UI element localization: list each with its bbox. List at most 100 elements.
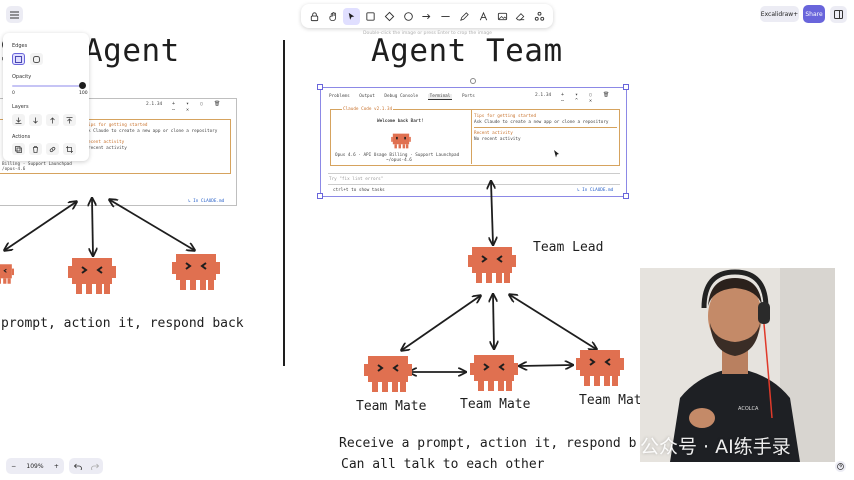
arrow-lead-mate1 (402, 296, 480, 350)
link-button[interactable] (46, 143, 59, 155)
hand-icon (329, 11, 336, 21)
send-backward-button[interactable] (29, 114, 42, 126)
excalidraw-plus-button[interactable]: Excalidraw+ (760, 6, 799, 22)
actions-label: Actions (12, 134, 31, 140)
model-path: ~/opus-4.6 (386, 158, 412, 163)
image-tool[interactable] (494, 8, 511, 25)
eraser-tool[interactable] (512, 8, 529, 25)
team-lead-label: Team Lead (533, 240, 604, 255)
delete-button[interactable] (29, 143, 42, 155)
ellipse-icon (403, 11, 413, 21)
team-mate-label-3: Team Mat (579, 393, 642, 408)
activity-line: No recent activity (474, 137, 521, 142)
tab-debug-console[interactable]: Debug Console (384, 94, 419, 99)
zoom-out-button[interactable]: − (11, 462, 17, 470)
bring-forward-button[interactable] (46, 114, 59, 126)
edges-sharp-button[interactable] (12, 53, 25, 65)
edges-label: Edges (12, 43, 28, 49)
model-line: Opus 4.6 · API Usage Billing · Support L… (335, 153, 460, 158)
opacity-min: 0 (12, 91, 15, 96)
team-mate-agent-3 (576, 350, 624, 386)
ellipse-tool[interactable] (400, 8, 417, 25)
tab-problems[interactable]: Problems (329, 94, 350, 99)
opacity-slider-thumb[interactable] (79, 82, 86, 89)
left-term-controls: + ▾ ▯ 🗑 ⋯ ✕ (172, 101, 225, 113)
duplicate-button[interactable] (12, 143, 25, 155)
terminal-footer-right: ↳ In CLAUDE.md (577, 188, 614, 193)
image-icon (497, 12, 507, 20)
right-caption-line2: Can all talk to each other (341, 457, 545, 472)
opacity-max: 100 (79, 91, 88, 96)
rotation-handle[interactable] (470, 78, 476, 84)
left-activity-line: recent activity (88, 146, 127, 151)
text-tool[interactable] (475, 8, 492, 25)
resize-handle-se[interactable] (623, 193, 629, 199)
activity-heading: Recent activity (474, 131, 513, 136)
opacity-slider[interactable] (12, 85, 85, 87)
zoom-in-button[interactable]: + (53, 462, 59, 470)
left-tips-line: k Claude to create a new app or clone a … (88, 129, 218, 134)
team-mate-label-2: Team Mate (460, 397, 531, 412)
line-tool[interactable] (437, 8, 454, 25)
hand-tool[interactable] (325, 8, 342, 25)
tab-ports[interactable]: Ports (461, 94, 475, 99)
tab-terminal[interactable]: Terminal (427, 94, 453, 100)
left-model-line: Billing · Support Launchpad (2, 162, 72, 167)
claude-welcome-box: Claude Code v2.1.34 Welcome back Bart! O… (330, 107, 620, 166)
presenter-video (640, 268, 835, 462)
history-controls (69, 458, 103, 474)
arrow-lead-mate2 (493, 295, 494, 348)
crop-button[interactable] (63, 143, 76, 155)
extra-tools-button[interactable] (531, 8, 548, 25)
resize-handle-sw[interactable] (317, 193, 323, 199)
trash-icon (33, 145, 38, 153)
send-backward-icon (33, 117, 38, 124)
lock-tool[interactable] (306, 8, 323, 25)
tips-line: Ask Claude to create a new app or clone … (474, 120, 609, 125)
bring-to-front-icon (66, 116, 73, 123)
arrow-tool[interactable] (418, 8, 435, 25)
selection-tool[interactable] (343, 7, 361, 25)
left-activity-heading: ecent activity (88, 140, 125, 145)
redo-icon[interactable] (90, 463, 99, 470)
undo-icon[interactable] (73, 463, 82, 470)
terminal-shell: 2.1.34 (535, 93, 552, 98)
terminal-controls[interactable]: + ▾ ▯ 🗑 ⋯ ^ ✕ (561, 92, 614, 104)
crop-icon (66, 145, 73, 153)
bring-forward-icon (50, 116, 55, 123)
diamond-icon (384, 11, 395, 21)
team-mate-label-1: Team Mate (356, 399, 427, 414)
bring-to-front-button[interactable] (63, 114, 76, 126)
rectangle-tool[interactable] (362, 8, 379, 25)
resize-handle-nw[interactable] (317, 84, 323, 90)
rectangle-icon (366, 11, 375, 21)
diamond-tool[interactable] (381, 8, 398, 25)
send-to-back-button[interactable] (12, 114, 25, 126)
help-button[interactable] (835, 461, 846, 472)
claude-box-title: Claude Code v2.1.34 (342, 107, 394, 112)
left-arrow-1 (5, 202, 76, 250)
crop-hint: Double-click the image or press Enter to… (362, 31, 493, 36)
left-agent-2 (68, 258, 116, 294)
team-lead-agent (468, 247, 516, 283)
resize-handle-ne[interactable] (623, 84, 629, 90)
left-term-shell: 2.1.34 (146, 102, 163, 107)
hamburger-icon (10, 11, 19, 18)
edges-round-button[interactable] (30, 53, 43, 65)
terminal-image[interactable]: Problems Output Debug Console Terminal P… (320, 87, 627, 197)
main-menu-button[interactable] (6, 6, 23, 23)
welcome-text: Welcome back Bart! (377, 119, 424, 124)
prompt-input[interactable]: Try "fix lint errors" (329, 177, 384, 182)
shirt-text: ACOLCA (738, 406, 759, 412)
team-mate-agent-1 (364, 356, 412, 392)
tab-output[interactable]: Output (359, 94, 375, 99)
sidebar-toggle-button[interactable] (830, 6, 847, 23)
draw-tool[interactable] (456, 8, 473, 25)
link-icon (49, 146, 56, 152)
zoom-level[interactable]: 109% (26, 462, 44, 470)
left-claude-box: ips for getting started k Claude to crea… (0, 119, 231, 174)
terminal-footer-left: ctrl+t to show tasks (333, 188, 385, 193)
send-to-back-icon (15, 117, 22, 124)
share-button[interactable]: Share (803, 5, 825, 23)
terminal-tabs: Problems Output Debug Console Terminal P… (329, 94, 482, 100)
